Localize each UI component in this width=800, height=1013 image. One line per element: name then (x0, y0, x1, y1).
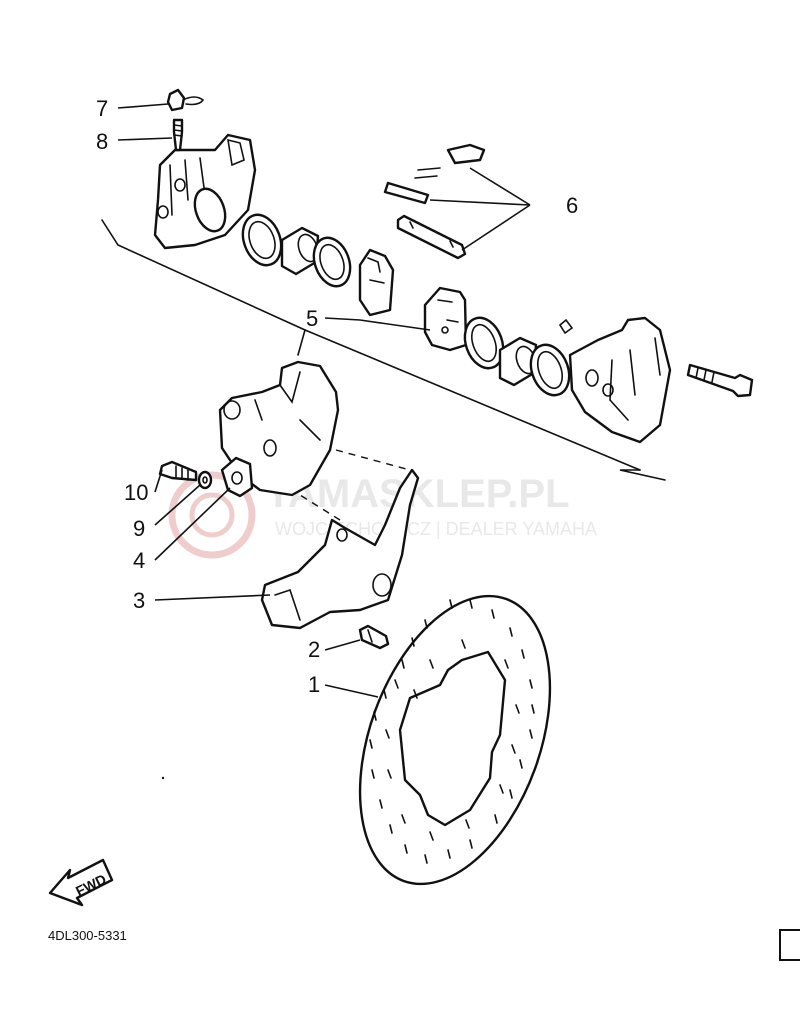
callout-2: 2 (308, 637, 320, 662)
disc-bolt (358, 624, 390, 650)
callout-9: 9 (133, 516, 145, 541)
bleed-screw (172, 118, 184, 152)
callout-1: 1 (308, 672, 320, 697)
lower-seal-1 (463, 316, 505, 370)
callout-4: 4 (133, 548, 145, 573)
pad-pin (396, 214, 467, 260)
callout-6: 6 (566, 193, 578, 218)
callout-5: 5 (306, 306, 318, 331)
washer (197, 470, 213, 490)
caliper-body-lower (558, 316, 672, 444)
exploded-view-frame (101, 219, 666, 481)
forward-arrow: FWD (48, 858, 114, 907)
leader-lines (117, 103, 531, 698)
caliper-bracket (260, 468, 420, 630)
caliper-body-upper (153, 133, 257, 250)
callout-labels: 1 2 3 4 5 6 7 8 9 10 (96, 96, 578, 697)
brake-pad-upper (358, 248, 395, 317)
callout-3: 3 (133, 588, 145, 613)
bleed-screw-cap (166, 88, 205, 112)
diagram-code: 4DL300-5331 (48, 928, 127, 943)
stray-dot (161, 776, 165, 780)
watermark-logo-core (189, 492, 235, 538)
caliper-bolt (686, 363, 754, 398)
callout-10: 10 (124, 480, 148, 505)
watermark-subtitle: WOJCIECHOWICZ | DEALER YAMAHA (275, 519, 597, 539)
caliper-assembly (218, 360, 411, 498)
watermark-logo-ring (168, 471, 256, 559)
callout-7: 7 (96, 96, 108, 121)
upper-seal-1 (241, 213, 283, 267)
brake-pad-lower (423, 286, 468, 352)
pad-spring-kit (383, 143, 486, 205)
upper-seal-2 (312, 236, 352, 288)
corner-box (779, 929, 800, 961)
lower-seal-2 (529, 343, 571, 397)
callout-8: 8 (96, 129, 108, 154)
caliper-mount-bolt (158, 460, 198, 482)
brake-disc (358, 594, 552, 886)
